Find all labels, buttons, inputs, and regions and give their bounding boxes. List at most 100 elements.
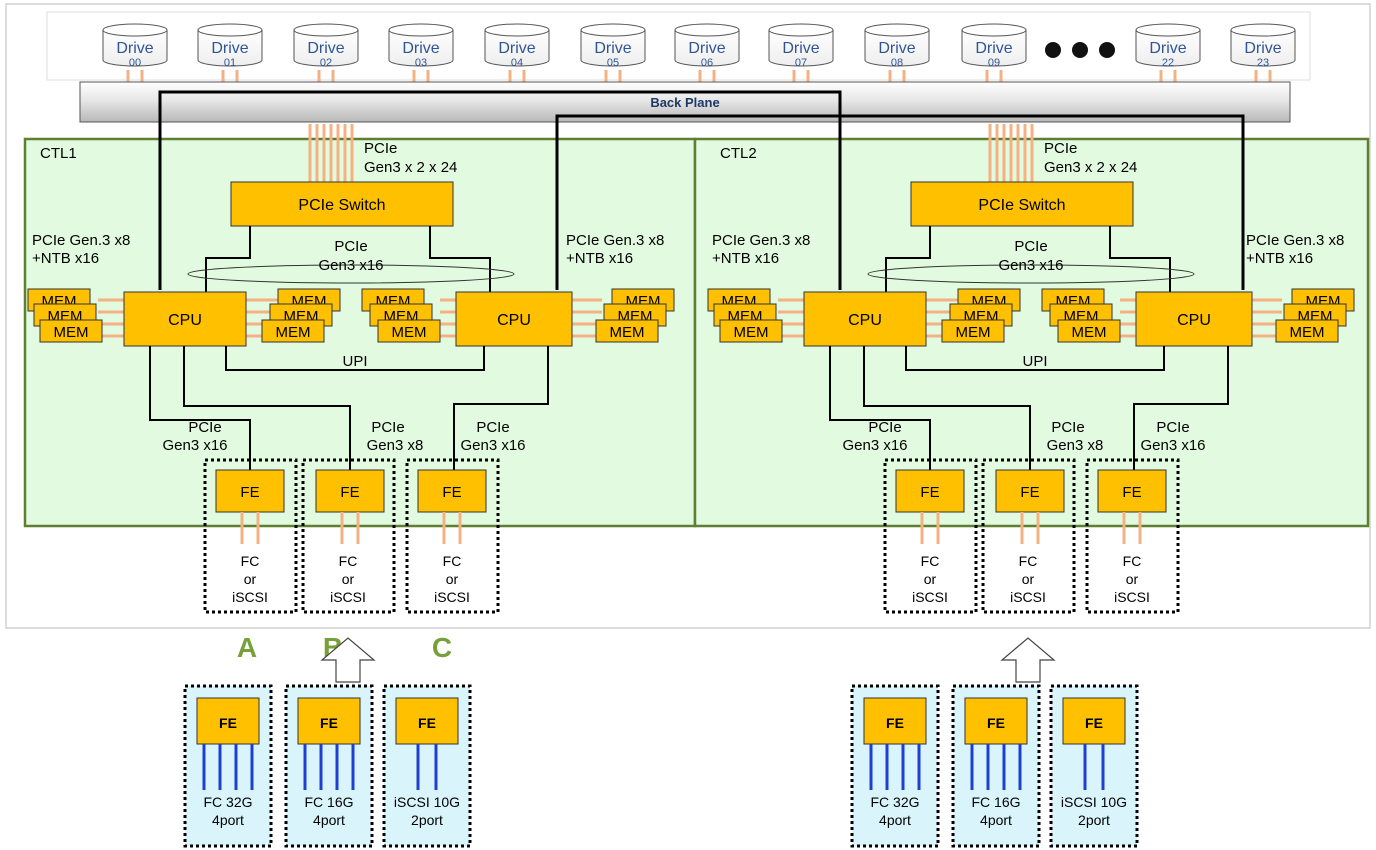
card-type-label: FC 16G <box>304 794 353 810</box>
card-fe-label: FE <box>418 715 436 731</box>
drive-cylinder <box>484 29 550 67</box>
fe-link-label: PCIe <box>476 419 509 436</box>
drive-number: 06 <box>701 57 713 69</box>
drive-number: 01 <box>224 57 236 69</box>
port-label: FC <box>1019 553 1038 569</box>
drive-cylinder <box>768 29 834 67</box>
fe-slot-outline <box>981 458 1076 614</box>
side-link-label: PCIe Gen.3 x8 <box>32 232 130 249</box>
drive-cylinder <box>293 29 359 67</box>
port-label: FC <box>443 553 462 569</box>
drive-top <box>1135 23 1201 37</box>
drive-label: Drive <box>116 40 153 57</box>
cpu-label: CPU <box>848 312 882 329</box>
fe-link-label: Gen3 x16 <box>460 437 525 454</box>
controller-title: CTL2 <box>720 145 757 162</box>
port-label: or <box>446 571 459 587</box>
cpu-label: CPU <box>168 312 202 329</box>
slot-letter-a: A <box>237 632 257 663</box>
drive-cylinder <box>102 29 168 67</box>
drive-cylinder <box>674 29 740 67</box>
fe-label: FE <box>340 484 359 501</box>
pcie-top-label: Gen3 x 2 x 24 <box>364 159 457 176</box>
drive-number: 07 <box>795 57 807 69</box>
fe-link-label: Gen3 x16 <box>162 437 227 454</box>
card-fe-label: FE <box>219 715 237 731</box>
switch-cpu-wire <box>1109 226 1171 292</box>
card-fe <box>1062 697 1126 745</box>
card-ports-label: 2port <box>411 812 443 828</box>
drive-number: 22 <box>1162 57 1174 69</box>
side-link-label: +NTB x16 <box>1246 250 1313 267</box>
port-label: or <box>1022 571 1035 587</box>
fe-slot-outline <box>301 458 396 614</box>
cpu-backplane-wires <box>158 90 1245 290</box>
drive-label: Drive <box>211 40 248 57</box>
drive-label: Drive <box>1149 40 1186 57</box>
cpu-right <box>1135 291 1253 347</box>
port-label: iSCSI <box>434 589 470 605</box>
mem-module <box>941 319 1005 343</box>
fe-card <box>215 469 285 513</box>
card-fe-label: FE <box>886 715 904 731</box>
pcie-switch-label: PCIe Switch <box>978 197 1065 214</box>
pcie-switch <box>910 181 1134 227</box>
fe-slot-outline <box>883 458 978 614</box>
port-label: FC <box>921 553 940 569</box>
drive-top <box>864 23 930 37</box>
fe-link-label: Gen3 x8 <box>1047 437 1104 454</box>
pcie-top-label: Gen3 x 2 x 24 <box>1044 159 1137 176</box>
card-fe <box>964 697 1028 745</box>
fe-card <box>315 469 385 513</box>
drive-number: 08 <box>891 57 903 69</box>
fe-link-label: PCIe <box>1156 419 1189 436</box>
mem-module <box>595 319 659 343</box>
drive-top <box>1230 23 1296 37</box>
cpu-fe-wire <box>863 346 1031 470</box>
upi-label: UPI <box>342 353 367 370</box>
side-link-label: +NTB x16 <box>32 250 99 267</box>
slot-letter-c: C <box>432 632 452 663</box>
card-fe-label: FE <box>320 715 338 731</box>
card-ports-label: 2port <box>1078 812 1110 828</box>
port-label: or <box>924 571 937 587</box>
fe-link-label: PCIe <box>188 419 221 436</box>
drive-top <box>580 23 646 37</box>
drive-number: 23 <box>1257 57 1269 69</box>
drive-cylinder <box>864 29 930 67</box>
side-link-label: PCIe Gen.3 x8 <box>566 232 664 249</box>
mem-module <box>377 319 441 343</box>
fe-link-label: PCIe <box>371 419 404 436</box>
port-label: FC <box>1123 553 1142 569</box>
fe-link-label: Gen3 x16 <box>842 437 907 454</box>
mem-label: MEM <box>610 324 645 341</box>
mem-module <box>261 319 325 343</box>
cpu-label: CPU <box>1177 312 1211 329</box>
pcie-top-label: PCIe <box>364 140 397 157</box>
pcie-top-label: PCIe <box>1044 140 1077 157</box>
drive-number: 04 <box>511 57 523 69</box>
drive-top <box>293 23 359 37</box>
fe-slot-outline <box>203 458 298 614</box>
card-type-label: FC 32G <box>870 794 919 810</box>
fe-label: FE <box>1020 484 1039 501</box>
switch-cpu-wire <box>205 226 251 292</box>
port-label: or <box>342 571 355 587</box>
switch-cpu-wire <box>429 226 491 292</box>
drive-number: 09 <box>988 57 1000 69</box>
drive-number: 00 <box>129 57 141 69</box>
mem-label: MEM <box>956 324 991 341</box>
mem-module <box>39 319 103 343</box>
drive-label: Drive <box>498 40 535 57</box>
drive-top <box>388 23 454 37</box>
side-link-label: PCIe Gen.3 x8 <box>1246 232 1344 249</box>
cpu-fe-wire <box>829 346 931 470</box>
fe-slot-outline <box>1085 458 1180 614</box>
fe-link-label: Gen3 x16 <box>1140 437 1205 454</box>
card-fe-label: FE <box>987 715 1005 731</box>
